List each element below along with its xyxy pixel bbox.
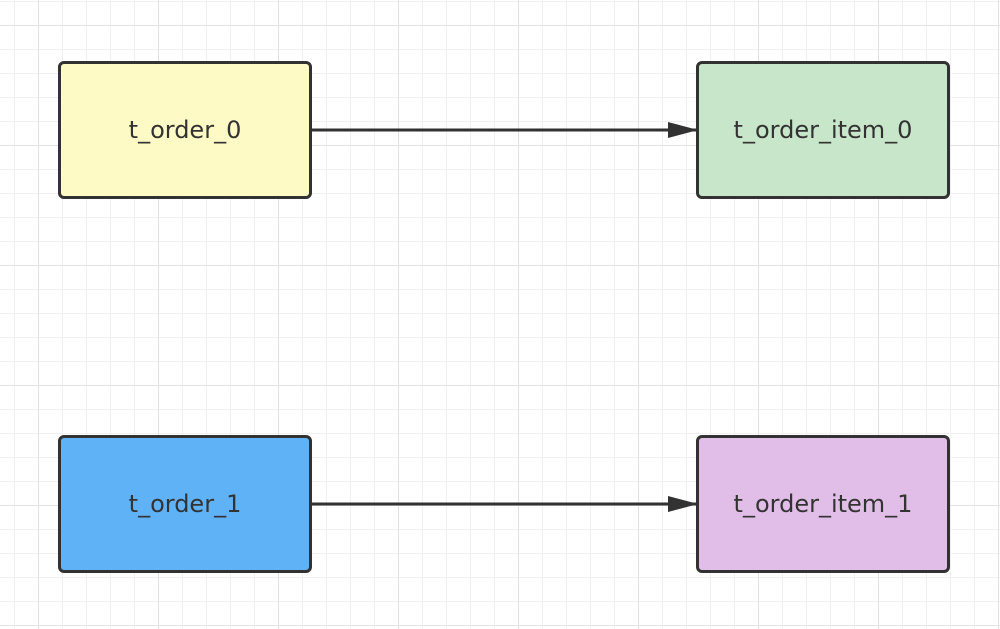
node-label: t_order_item_1 [733,490,913,518]
node-label: t_order_0 [128,116,242,144]
node-t-order-item-1[interactable]: t_order_item_1 [696,435,950,573]
node-t-order-1[interactable]: t_order_1 [58,435,312,573]
node-label: t_order_1 [128,490,242,518]
node-t-order-0[interactable]: t_order_0 [58,61,312,199]
node-label: t_order_item_0 [733,116,913,144]
node-t-order-item-0[interactable]: t_order_item_0 [696,61,950,199]
